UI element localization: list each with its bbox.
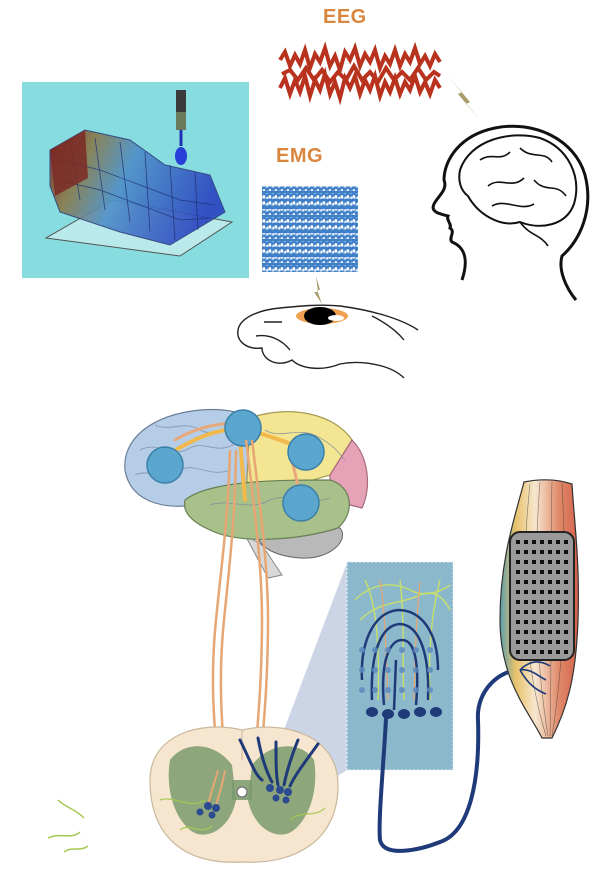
emg-signal-trace [262, 186, 358, 272]
brain-with-electrodes [125, 409, 368, 578]
emg-sensor-patch [296, 307, 348, 325]
surface-emg-map-panel [22, 82, 249, 278]
peripheral-fibres [48, 800, 88, 852]
muscle-electrode-grid [500, 480, 578, 738]
emg-arrow [314, 276, 322, 304]
eeg-arrow [448, 76, 480, 120]
head-profile-icon [433, 126, 588, 300]
motor-neuron-inset [347, 562, 453, 770]
spinal-cord-cross-section [150, 727, 338, 862]
eeg-signal-trace [280, 48, 440, 98]
